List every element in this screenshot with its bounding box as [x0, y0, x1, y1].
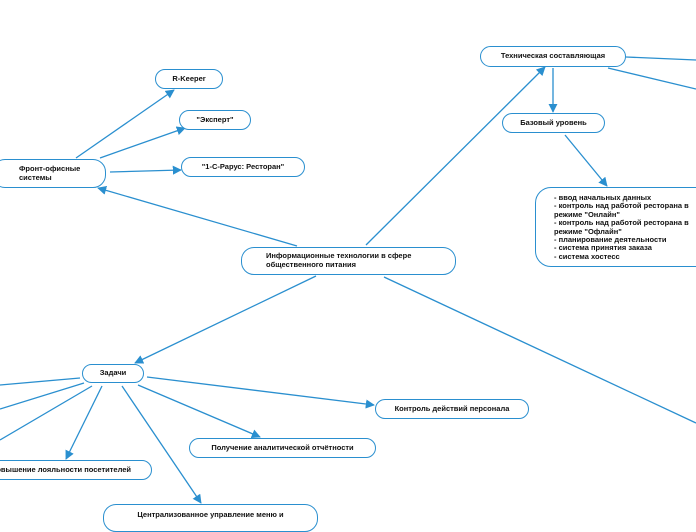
link-central-to-offscreen: [383, 276, 696, 424]
rarus-restaurant-label: "1-С-Рарус: Ресторан": [201, 161, 285, 171]
rkeeper-node[interactable]: R-Keeper: [155, 69, 223, 89]
link-central-to-tasks: [134, 275, 317, 364]
rkeeper-label: R-Keeper: [172, 73, 206, 83]
link-technical-to-offscreen-1: [625, 56, 696, 61]
menu-management-node[interactable]: Централизованное управление меню и: [103, 504, 318, 532]
base-feature-item: - система хостесс: [554, 251, 620, 261]
base-feature-item: - ввод начальных данных: [554, 193, 652, 202]
technical-component-node[interactable]: Техническая составляющая: [480, 46, 626, 67]
base-feature-item: - система принятия заказа: [554, 243, 652, 253]
link-front-office-to-rarus: [109, 165, 182, 175]
tasks-node[interactable]: Задачи: [82, 364, 144, 383]
tasks-label: Задачи: [99, 368, 127, 378]
link-tasks-to-offscreen-2: [0, 382, 85, 410]
link-tasks-to-offscreen-3: [0, 385, 93, 441]
link-tasks-to-offscreen-1: [0, 377, 81, 386]
front-office-systems-node[interactable]: Фронт-офисные системы: [0, 159, 106, 188]
link-central-to-front-office: [97, 185, 298, 247]
expert-node[interactable]: "Эксперт": [179, 110, 251, 130]
base-feature-item: - планирование деятельности: [554, 234, 667, 244]
staff-control-label: Контроль действий персонала: [394, 403, 510, 413]
connector-lines: [0, 56, 696, 504]
central-topic[interactable]: Информационные технологии в сфере общест…: [241, 247, 456, 275]
link-central-to-technical: [365, 66, 546, 246]
link-tasks-to-staff-control: [146, 376, 375, 409]
link-tasks-to-analytics: [137, 384, 261, 438]
loyalty-label: Повышение лояльности посетителей: [0, 464, 132, 474]
expert-label: "Эксперт": [196, 114, 234, 124]
rarus-restaurant-node[interactable]: "1-С-Рарус: Ресторан": [181, 157, 305, 177]
base-level-features-node[interactable]: - ввод начальных данных - контроль над р…: [535, 187, 696, 267]
link-front-office-to-expert: [99, 126, 186, 159]
base-level-label: Базовый уровень: [520, 117, 587, 127]
link-base-level-to-features: [564, 134, 608, 187]
front-office-systems-label: Фронт-офисные системы: [19, 163, 81, 182]
menu-management-label: Централизованное управление меню и: [137, 510, 284, 519]
link-tasks-to-loyalty: [65, 385, 103, 460]
base-feature-item: - контроль над работой ресторана в режим…: [554, 201, 689, 219]
link-front-office-to-rkeeper: [75, 89, 175, 159]
analytics-label: Получение аналитической отчётности: [211, 442, 354, 452]
central-topic-label: Информационные технологии в сфере общест…: [266, 251, 412, 269]
loyalty-node[interactable]: Повышение лояльности посетителей: [0, 460, 152, 480]
base-feature-item: - контроль над работой ресторана в режим…: [554, 218, 689, 236]
staff-control-node[interactable]: Контроль действий персонала: [375, 399, 529, 419]
link-tasks-to-menu-management: [121, 385, 202, 504]
analytics-node[interactable]: Получение аналитической отчётности: [189, 438, 376, 458]
link-technical-to-offscreen-2: [607, 67, 696, 90]
technical-component-label: Техническая составляющая: [500, 51, 606, 61]
base-level-node[interactable]: Базовый уровень: [502, 113, 605, 133]
